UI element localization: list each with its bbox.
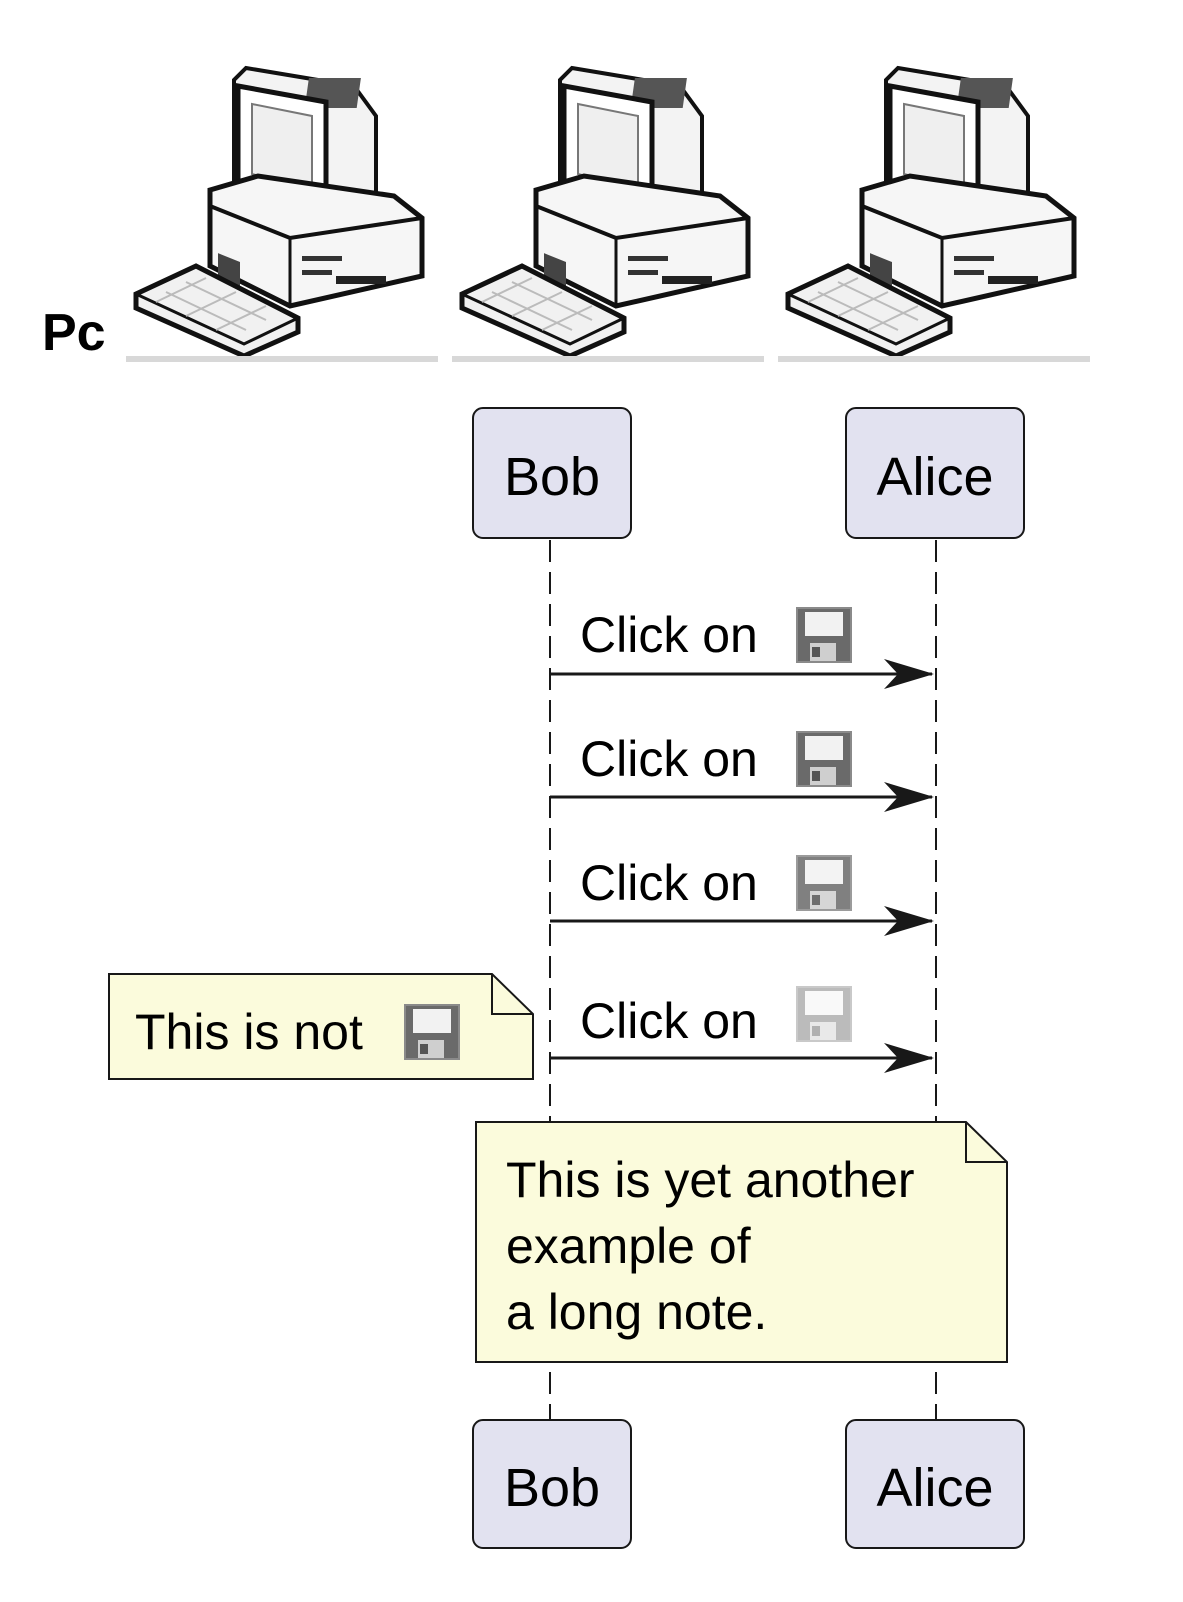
message: Click on <box>550 731 934 812</box>
note-line: a long note. <box>506 1284 767 1340</box>
floppy-disk-icon <box>796 855 852 911</box>
participant-bob-top: Bob <box>472 407 632 539</box>
message-label: Click on <box>580 731 758 787</box>
note-line: This is yet another <box>506 1152 915 1208</box>
note: This is not <box>108 973 534 1080</box>
message: Click on <box>550 855 934 936</box>
participant-bob-bottom: Bob <box>472 1419 632 1549</box>
participant-alice-bottom: Alice <box>845 1419 1025 1549</box>
computer-icon <box>452 68 764 362</box>
floppy-disk-icon <box>404 1004 460 1060</box>
participant-label: Alice <box>876 447 993 507</box>
message: Click on <box>550 986 934 1073</box>
note-text: This is not <box>135 1004 363 1060</box>
participant-label: Bob <box>504 447 600 507</box>
participant-alice-top: Alice <box>845 407 1025 539</box>
message: Click on <box>550 607 934 689</box>
floppy-disk-icon <box>796 731 852 787</box>
message-label: Click on <box>580 993 758 1049</box>
note-line: example of <box>506 1218 751 1274</box>
header-label: Pc <box>42 304 106 362</box>
computer-icon <box>778 68 1090 362</box>
message-label: Click on <box>580 607 758 663</box>
floppy-disk-icon <box>796 986 852 1042</box>
message-label: Click on <box>580 855 758 911</box>
computer-icon <box>126 68 438 362</box>
participant-label: Bob <box>504 1458 600 1518</box>
floppy-disk-icon <box>796 607 852 663</box>
participant-label: Alice <box>876 1458 993 1518</box>
note: This is yet another example of a long no… <box>475 1121 1008 1363</box>
